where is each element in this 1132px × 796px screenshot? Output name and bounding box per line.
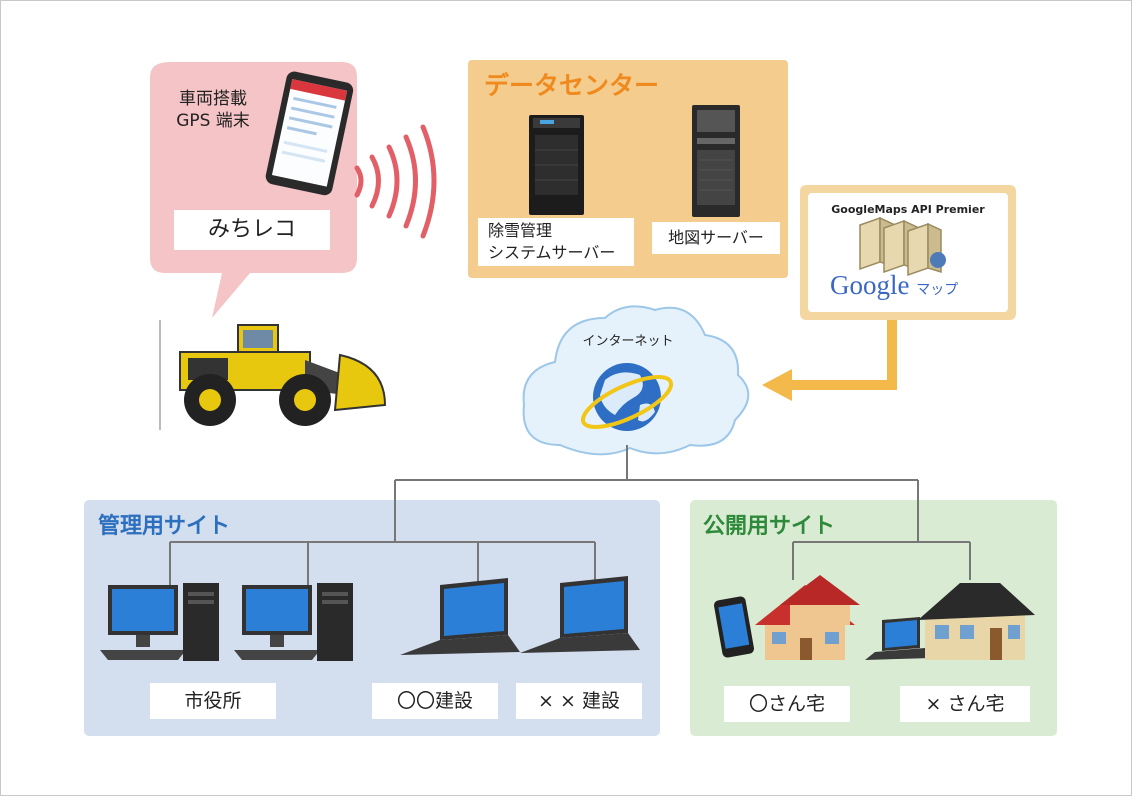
laptop-icon-1: [400, 578, 520, 655]
google-to-internet-arrow: [790, 320, 897, 390]
app-name-label: みちレコ: [174, 210, 330, 250]
public-item-house-a: 〇さん宅: [724, 686, 850, 722]
server-icon-1: [529, 115, 584, 215]
admin-panel: [84, 500, 660, 736]
network-lines: [169, 445, 971, 585]
house-icon-1: [755, 575, 860, 660]
device-label: 車両搭載 GPS 端末: [158, 88, 268, 132]
server1-label: 除雪管理 システムサーバー: [478, 218, 634, 266]
admin-item-cityhall: 市役所: [150, 683, 276, 719]
google-maps-text: マップ: [916, 281, 959, 297]
google-servers-icon: [859, 216, 942, 277]
wireless-wave-icon: [354, 124, 437, 239]
wheel-loader-icon: [159, 320, 387, 430]
desktop-pc-icon-2: [234, 583, 353, 661]
admin-item-construction-a: 〇〇建設: [372, 683, 498, 719]
google-api-label: GoogleMaps API Premier: [831, 203, 985, 216]
tablet-icon: [265, 71, 354, 196]
server1-label-line2: システムサーバー: [488, 243, 616, 262]
device-label-line2: GPS 端末: [176, 111, 250, 131]
server1-label-line1: 除雪管理: [488, 221, 553, 240]
laptop-icon-2: [520, 576, 640, 653]
globe-icon: [580, 363, 674, 431]
server-icon-2: [692, 105, 740, 217]
device-label-line1: 車両搭載: [179, 89, 247, 109]
datacenter-title: データセンター: [484, 71, 660, 100]
internet-label: インターネット: [582, 334, 674, 349]
public-panel: [690, 500, 1057, 736]
google-logo-text: Google: [830, 270, 910, 300]
smartphone-icon: [713, 596, 755, 658]
laptop-icon-3: [865, 617, 932, 660]
desktop-pc-icon-1: [100, 583, 219, 661]
server2-label: 地図サーバー: [652, 222, 780, 254]
admin-item-construction-b: × × 建設: [516, 683, 642, 719]
public-item-house-b: × さん宅: [900, 686, 1030, 722]
house-icon-2: [918, 583, 1035, 660]
google-badge-icon: [930, 252, 946, 268]
public-title: 公開用サイト: [703, 514, 836, 539]
google-logo: Google マップ: [830, 270, 1000, 301]
admin-title: 管理用サイト: [98, 514, 231, 539]
